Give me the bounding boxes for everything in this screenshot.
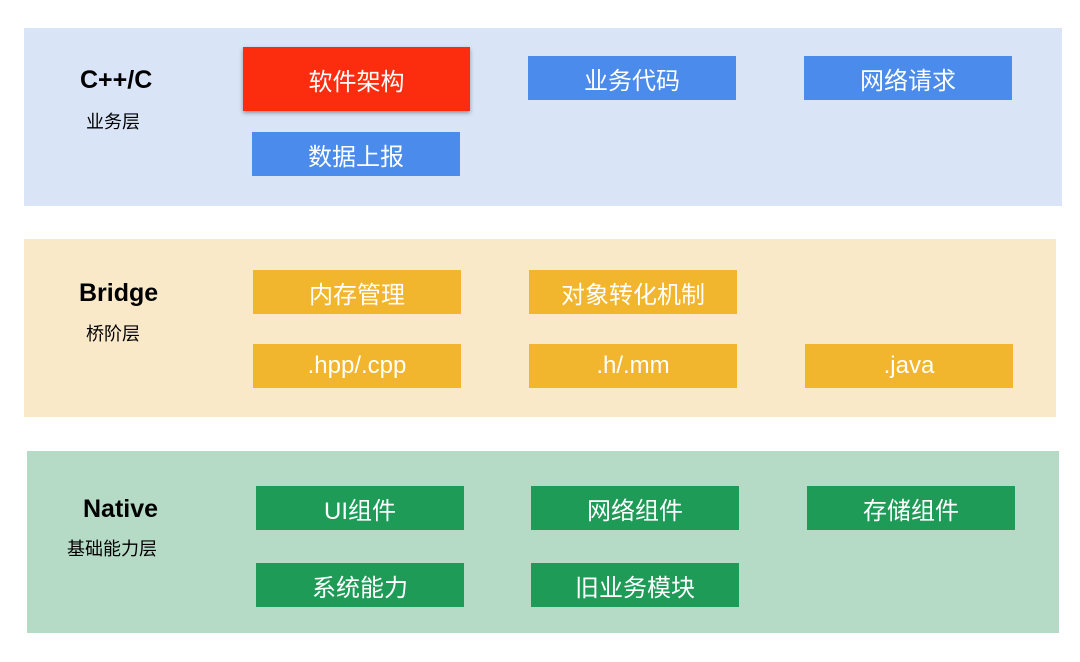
bridge-layer-subtitle: 桥阶层: [86, 324, 140, 344]
box-data-reporting: 数据上报: [252, 132, 460, 176]
box-object-conversion: 对象转化机制: [529, 270, 737, 314]
box-java: .java: [805, 344, 1013, 388]
bridge-layer: Bridge 桥阶层 内存管理 对象转化机制 .hpp/.cpp .h/.mm …: [24, 239, 1056, 417]
box-legacy-business-module: 旧业务模块: [531, 563, 739, 607]
business-layer-subtitle: 业务层: [86, 112, 140, 132]
box-system-capability: 系统能力: [256, 563, 464, 607]
business-layer-title: C++/C: [80, 66, 153, 94]
box-software-architecture: 软件架构: [243, 47, 470, 111]
native-layer-subtitle: 基础能力层: [67, 539, 157, 559]
box-h-mm: .h/.mm: [529, 344, 737, 388]
box-storage-component: 存储组件: [807, 486, 1015, 530]
native-layer-title: Native: [83, 495, 159, 523]
box-hpp-cpp: .hpp/.cpp: [253, 344, 461, 388]
box-network-component: 网络组件: [531, 486, 739, 530]
native-layer: Native 基础能力层 UI组件 网络组件 存储组件 系统能力 旧业务模块: [27, 451, 1059, 633]
bridge-layer-title: Bridge: [79, 279, 159, 307]
box-network-request: 网络请求: [804, 56, 1012, 100]
business-layer: C++/C 业务层 软件架构 业务代码 网络请求 数据上报: [24, 28, 1062, 206]
box-memory-management: 内存管理: [253, 270, 461, 314]
box-ui-component: UI组件: [256, 486, 464, 530]
box-business-code: 业务代码: [528, 56, 736, 100]
